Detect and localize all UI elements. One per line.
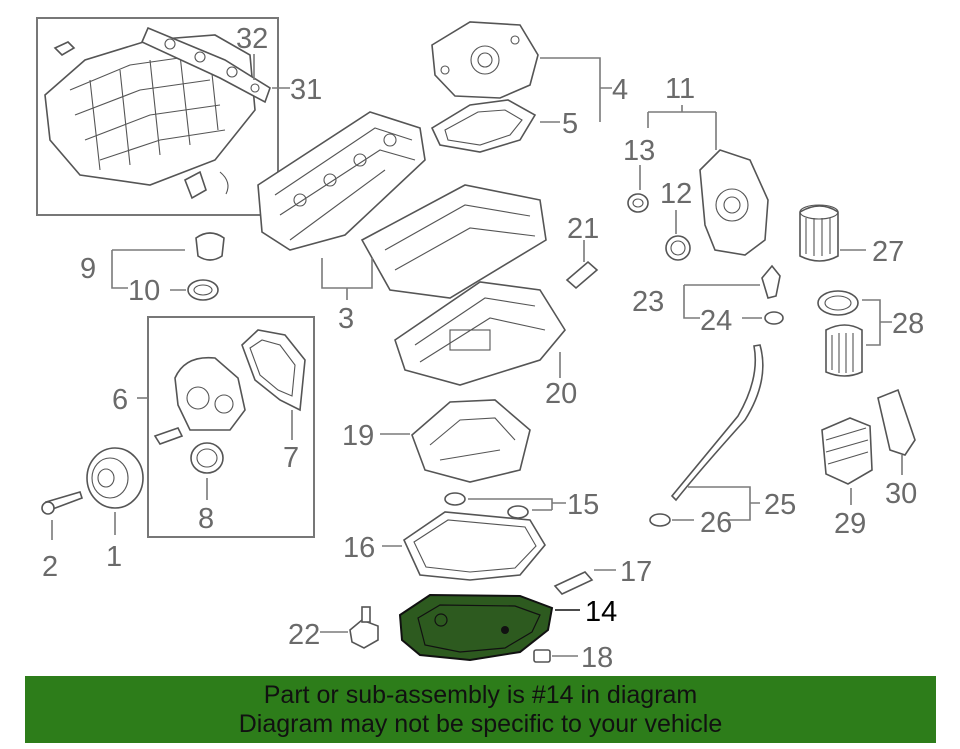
callout-4: 4 [612,74,628,106]
dipstick-25 [670,344,764,502]
cylinder-head [257,111,426,251]
intake-manifold-group-box [36,17,279,216]
callout-8: 8 [198,503,214,535]
cover-gasket-7 [241,329,306,412]
washer-26 [649,513,671,527]
o-ring-24 [764,311,784,325]
callout-14: 14 [585,596,617,628]
oil-pan-14-highlighted [398,593,554,662]
intake-manifold [44,34,256,200]
callout-5: 5 [562,108,578,140]
oil-cap-9 [195,232,225,261]
pulley-bolt-2 [41,491,84,515]
o-ring-10 [187,279,219,301]
sealant-tube-17 [553,571,594,595]
oil-level-sensor-22 [349,606,379,649]
callout-31: 31 [290,74,322,106]
callout-32: 32 [236,23,268,55]
bolt-6 [153,427,184,445]
callout-1: 1 [106,541,122,573]
callout-11: 11 [665,73,695,105]
drain-plug-18 [533,649,551,663]
oil-cooler-29 [821,417,873,485]
front-cover-6 [174,356,246,431]
callout-23: 23 [632,286,664,318]
crank-pulley-1 [86,447,144,509]
callout-18: 18 [581,642,613,674]
o-ring-28 [817,290,859,316]
valve-cover-frame [360,184,547,299]
callout-3: 3 [338,303,354,335]
callout-9: 9 [80,253,96,285]
filter-element-28 [825,324,863,377]
notice-line-2: Diagram may not be specific to your vehi… [238,709,723,738]
callout-22: 22 [288,619,320,651]
notice-line-1: Part or sub-assembly is #14 in diagram [263,680,698,709]
callout-10: 10 [128,275,160,307]
timing-cover-group-box [147,316,315,538]
callout-17: 17 [620,556,652,588]
callout-28: 28 [892,308,924,340]
dipstick-guide-23 [761,264,781,299]
cover-gasket [430,99,537,153]
o-rings-15 [444,492,529,519]
oil-filter-27 [799,204,839,262]
camshaft-cover-top [431,21,539,99]
bedplate-20 [394,281,566,386]
callout-21: 21 [567,213,599,245]
notice-banner: Part or sub-assembly is #14 in diagram D… [25,676,936,743]
seal-12 [665,235,691,261]
oil-pan-gasket-16 [402,511,546,581]
callout-12: 12 [660,178,692,210]
seal-13 [627,193,649,213]
oil-baffle-19 [411,399,531,483]
callout-24: 24 [700,305,732,337]
gasket-30 [877,388,916,456]
callout-13: 13 [623,135,655,167]
callout-7: 7 [283,442,299,474]
callout-29: 29 [834,508,866,540]
callout-26: 26 [700,507,732,539]
callout-15: 15 [567,489,599,521]
callout-25: 25 [764,489,796,521]
callout-16: 16 [343,532,375,564]
seal-8 [190,442,224,474]
callout-2: 2 [42,551,58,583]
callout-20: 20 [545,378,577,410]
callout-6: 6 [112,384,128,416]
callout-27: 27 [872,236,904,268]
callout-30: 30 [885,478,917,510]
sealant-tube-21 [565,260,599,290]
intake-gasket [140,26,271,104]
timing-cover-right [699,149,769,256]
callout-19: 19 [342,420,374,452]
